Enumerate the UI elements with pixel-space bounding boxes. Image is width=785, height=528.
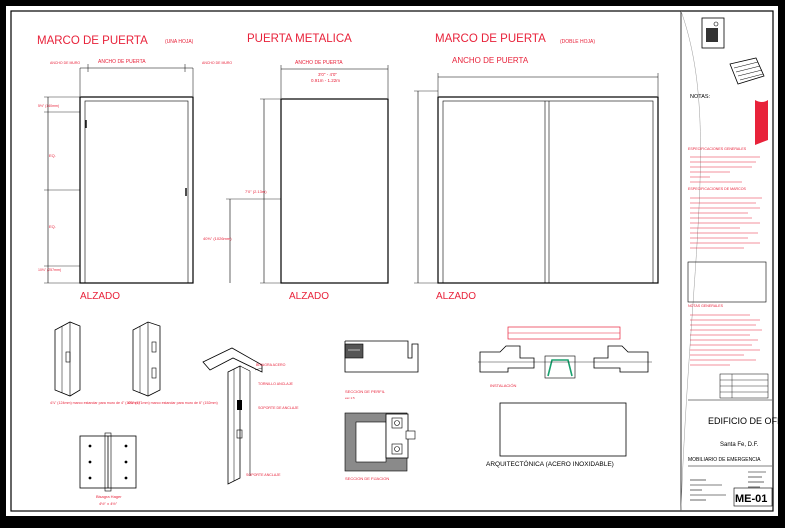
project-name: EDIFICIO DE OFICINAS — [708, 416, 785, 426]
detail-section-profile: SECCION DE PERFIL esc 1:5 — [344, 340, 419, 400]
revision-table — [688, 373, 772, 401]
hose-cabinet-icon — [701, 17, 725, 49]
sheet-number: ME-01 — [735, 493, 767, 505]
notes-heading-3: NOTAS GENERALES — [688, 304, 724, 308]
title-block: NOTAS: ESPECIFICACIONES GENERALES ESPECI… — [680, 10, 785, 512]
elevation-single-frame: MARCO DE PUERTA (UNA HOJA) ANCHO DE MURO… — [37, 35, 232, 302]
detail-hinge: Bisagra Hager 4½" x 4½" — [79, 432, 137, 506]
notes-heading-2: ESPECIFICACIONES DE MARCOS — [688, 187, 747, 191]
dim-top: 5½" (140mm) — [38, 104, 59, 108]
metal-dim-height: 7'0" (2.13m) — [245, 189, 267, 194]
iso-note-4: SOPORTE ANCLAJE — [246, 473, 281, 477]
elevation-double-frame: MARCO DE PUERTA (DOBLE HOJA) ANCHO DE PU… — [414, 33, 659, 302]
detail-frame-profiles: 4⅞" (124mm) marco estandar para muro de … — [50, 321, 218, 405]
alzado-1: ALZADO — [80, 291, 120, 302]
double-frame-subtitle: (DOBLE HOJA) — [560, 39, 595, 45]
section-sub: esc 1:5 — [345, 396, 355, 400]
double-frame-title: MARCO DE PUERTA — [435, 33, 546, 45]
hinge-size: 4½" x 4½" — [99, 501, 118, 506]
ancho-de-muro-right: ANCHO DE MURO — [202, 61, 232, 65]
metal-door-title: PUERTA METALICA — [247, 33, 352, 45]
frame-1-note: 4⅞" (124mm) marco estandar para muro de … — [50, 401, 140, 405]
notas-label: NOTAS: — [690, 94, 711, 100]
red-banner — [755, 100, 768, 145]
alzado-3: ALZADO — [436, 291, 476, 302]
key-plan-box — [687, 261, 767, 303]
iso-note-3: SOPORTE DE ANCLAJE — [258, 406, 299, 410]
notes-lines-1 — [690, 156, 760, 183]
install-caption: INSTALACIÓN — [490, 383, 516, 388]
single-frame-title: MARCO DE PUERTA — [37, 35, 148, 47]
detail-isometric-frame: BISAGRA ACERO TORNILLO ANCLAJE SOPORTE D… — [202, 347, 299, 485]
metal-ancho-label: ANCHO DE PUERTA — [295, 60, 343, 66]
vent-grille-icon — [729, 57, 765, 85]
detail-fixing-section: SECCION DE FIJACION — [344, 412, 416, 481]
notes-lines-3 — [690, 314, 762, 366]
metal-dim-1: 3'0" - 4'0" — [318, 72, 337, 77]
ancho-de-muro-left: ANCHO DE MURO — [50, 61, 80, 65]
detail-installation: INSTALACIÓN — [478, 326, 652, 388]
dim-bottom: 10⅛" (257mm) — [38, 268, 61, 272]
section-caption: SECCION DE PERFIL — [345, 389, 386, 394]
iso-note-1: BISAGRA ACERO — [256, 363, 286, 367]
ancho-de-puerta-label: ANCHO DE PUERTA — [98, 59, 146, 65]
sill-caption: SECCION DE FIJACION — [345, 476, 389, 481]
notes-heading-1: ESPECIFICACIONES GENERALES — [688, 147, 747, 151]
metal-dim-2: 0.91m - 1.22m — [311, 78, 340, 83]
dim-eq-1: EQ. — [49, 153, 56, 158]
drawing-name: MOBILIARIO DE EMERGENCIA — [688, 457, 761, 463]
project-city: Santa Fe, D.F. — [720, 442, 759, 448]
dim-eq-2: EQ. — [49, 224, 56, 229]
hinge-caption: Bisagra Hager — [96, 494, 122, 499]
notes-lines-2 — [690, 197, 762, 249]
metal-dim-handle: 40⅜" (1026mm) — [203, 236, 232, 241]
iso-note-2: TORNILLO ANCLAJE — [258, 382, 293, 386]
elevation-metal-door: PUERTA METALICA ANCHO DE PUERTA 3'0" - 4… — [203, 33, 389, 302]
double-ancho-label: ANCHO DE PUERTA — [452, 56, 529, 65]
arq-label: ARQUITECTÓNICA (ACERO INOXIDABLE) — [486, 459, 614, 468]
arq-box: ARQUITECTÓNICA (ACERO INOXIDABLE) — [486, 402, 627, 468]
alzado-2: ALZADO — [289, 291, 329, 302]
credits-lines — [690, 471, 766, 501]
single-frame-subtitle: (UNA HOJA) — [165, 39, 194, 45]
frame-2-note: 6¾" (171mm) marco estandar para muro de … — [128, 401, 218, 405]
